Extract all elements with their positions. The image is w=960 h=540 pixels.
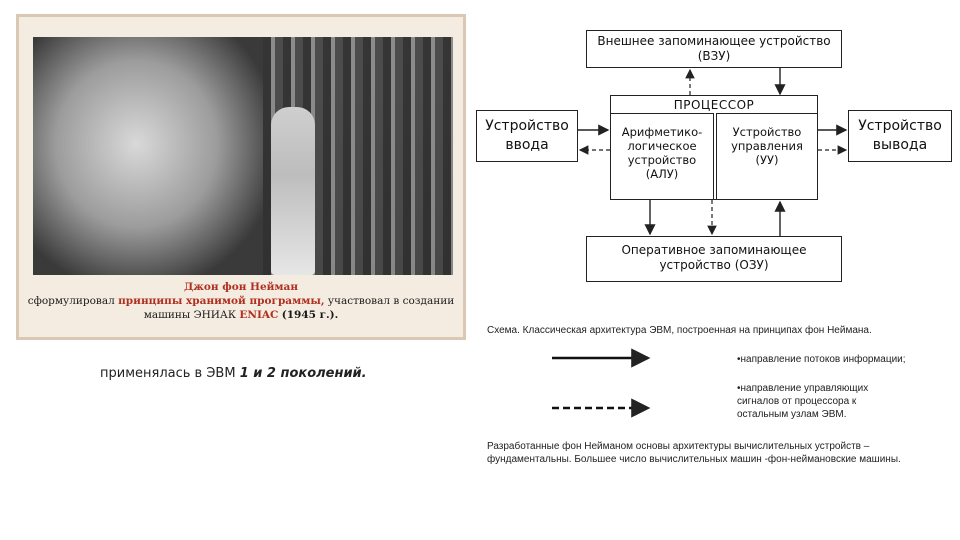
input-box: Устройство ввода xyxy=(476,110,578,162)
output-box: Устройство вывода xyxy=(848,110,952,162)
alu-line1: Арифметико- xyxy=(621,125,703,139)
legend-dashed-line3: остальным узлам ЭВМ. xyxy=(737,409,847,420)
alu-line3: устройство xyxy=(627,153,697,167)
alu-line2: логическое xyxy=(627,139,697,153)
output-line2: вывода xyxy=(872,137,928,153)
caption-year: (1945 г.). xyxy=(281,309,339,321)
ozu-line2: устройство (ОЗУ) xyxy=(659,258,769,272)
scheme-caption: Схема. Классическая архитектура ЭВМ, пос… xyxy=(487,325,872,336)
legend-dashed-desc: •направление управляющих сигналов от про… xyxy=(737,382,952,421)
footer-text: Разработанные фон Нейманом основы архите… xyxy=(487,441,901,465)
uu-box: Устройство управления (УУ) xyxy=(716,113,818,200)
caption-eniac: ENIAC xyxy=(239,309,279,321)
input-line1: Устройство xyxy=(485,118,569,134)
vzu-box: Внешнее запоминающее устройство (ВЗУ) xyxy=(586,30,842,68)
portrait-image xyxy=(33,37,263,275)
legend-dashed-line1: •направление управляющих xyxy=(737,383,869,394)
photo-panel: Джон фон Нейман сформулировал принципы х… xyxy=(16,14,466,340)
ozu-line1: Оперативное запоминающее xyxy=(621,243,807,257)
uu-line3: (УУ) xyxy=(755,153,779,167)
legend-solid-desc: •направление потоков информации; xyxy=(737,354,906,365)
caption-text: участвовал в создании xyxy=(327,295,455,307)
alu-box: Арифметико- логическое устройство (АЛУ) xyxy=(610,113,714,200)
uu-line1: Устройство xyxy=(732,125,802,139)
vzu-line2: (ВЗУ) xyxy=(697,49,731,63)
photo-caption: Джон фон Нейман сформулировал принципы х… xyxy=(19,280,463,322)
alu-line4: (АЛУ) xyxy=(645,167,679,181)
caption-text: машины ЭНИАК xyxy=(143,309,237,321)
generation-note: применялась в ЭВМ 1 и 2 поколений. xyxy=(100,366,367,381)
ozu-box: Оперативное запоминающее устройство (ОЗУ… xyxy=(586,236,842,282)
output-line1: Устройство xyxy=(858,118,942,134)
uu-line2: управления xyxy=(731,139,803,153)
caption-highlight: принципы хранимой программы, xyxy=(118,295,325,307)
generation-note-text: применялась в ЭВМ xyxy=(100,366,240,381)
photograph xyxy=(33,37,453,275)
vzu-line1: Внешнее запоминающее устройство xyxy=(597,34,831,48)
cpu-title: ПРОЦЕССОР xyxy=(673,98,755,112)
caption-text: сформулировал xyxy=(27,295,115,307)
input-line2: ввода xyxy=(505,137,549,153)
generation-note-emphasis: 1 и 2 поколений. xyxy=(239,366,367,381)
caption-name: Джон фон Нейман xyxy=(183,281,299,293)
standing-man-image xyxy=(271,107,315,275)
legend-dashed-line2: сигналов от процессора к xyxy=(737,396,857,407)
